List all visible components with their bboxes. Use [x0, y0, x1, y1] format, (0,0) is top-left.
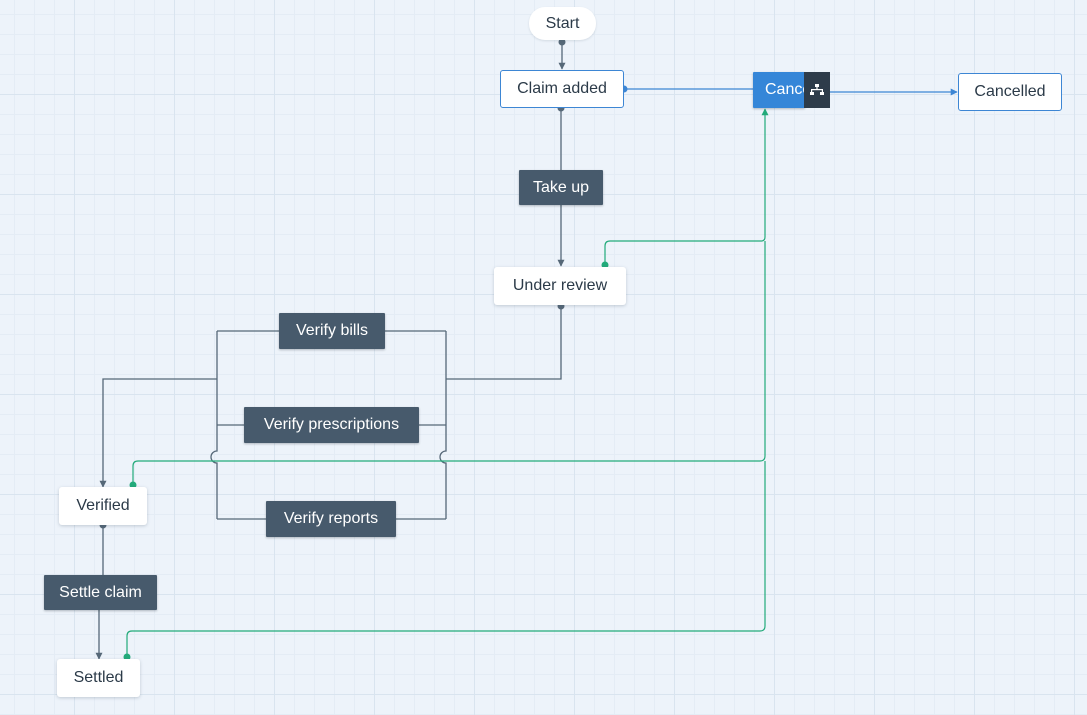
verify-right-bus	[439, 331, 447, 519]
edge-verified-cancel[interactable]	[132, 241, 766, 485]
hierarchy-icon	[810, 84, 824, 95]
port-verified-cancel	[129, 481, 137, 489]
port-under-review-cancel	[601, 261, 609, 269]
state-under-review[interactable]: Under review	[494, 267, 626, 305]
verify-left-branches	[217, 330, 279, 520]
port-settled-cancel	[123, 653, 131, 661]
state-verified[interactable]: Verified	[59, 487, 147, 525]
edge-under-review-cancel[interactable]	[604, 108, 769, 265]
edge-settled-cancel[interactable]	[126, 461, 766, 657]
verify-right-branches	[385, 330, 446, 520]
transition-take-up[interactable]: Take up	[519, 170, 603, 205]
transition-verify-reports[interactable]: Verify reports	[266, 501, 396, 537]
state-cancelled[interactable]: Cancelled	[958, 73, 1062, 111]
edge-under-review-verify-group[interactable]	[446, 306, 562, 380]
selection-tool-button[interactable]	[804, 72, 830, 108]
transition-verify-bills[interactable]: Verify bills	[279, 313, 385, 349]
transition-settle-claim[interactable]: Settle claim	[44, 575, 157, 610]
state-claim-added[interactable]: Claim added	[500, 70, 624, 108]
state-settled[interactable]: Settled	[57, 659, 140, 697]
edge-verify-group-verified[interactable]	[99, 378, 217, 488]
verify-left-bus	[210, 331, 218, 519]
transition-cancel[interactable]: Cancel	[753, 72, 805, 108]
transition-verify-prescriptions[interactable]: Verify prescriptions	[244, 407, 419, 443]
port-start-out	[558, 38, 566, 46]
state-start[interactable]: Start	[529, 7, 596, 40]
